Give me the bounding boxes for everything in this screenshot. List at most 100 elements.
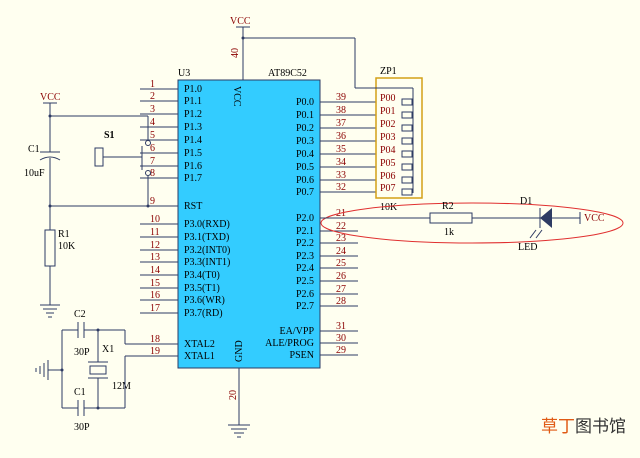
left-pin-name: XTAL2 (184, 339, 215, 350)
reset-res-ref: R1 (58, 229, 70, 240)
right-pin-number: 33 (336, 170, 346, 181)
left-pin-number: 4 (150, 117, 155, 128)
pullup-resistor (401, 150, 413, 158)
left-pin-number: 12 (150, 240, 160, 251)
reset-switch-button (94, 147, 104, 167)
right-pin-number: 38 (336, 105, 346, 116)
left-pin-number: 11 (150, 227, 160, 238)
led-label: LED (518, 242, 537, 253)
left-pin-number: 14 (150, 265, 160, 276)
right-pin-number: 25 (336, 258, 346, 269)
left-pin-number: 10 (150, 214, 160, 225)
reset-resistor (44, 229, 56, 267)
pullup-resistor (401, 163, 413, 171)
right-pin-name: P2.3 (296, 251, 314, 262)
crystal-ref: X1 (102, 344, 114, 355)
right-pin-number: 26 (336, 271, 346, 282)
left-pin-name: P3.0(RXD) (184, 219, 230, 230)
pullup-net-label: P03 (380, 132, 396, 143)
pin-20: 20 (228, 390, 239, 400)
left-pin-number: 1 (150, 79, 155, 90)
left-pin-number: 13 (150, 252, 160, 263)
left-pin-name: P3.4(T0) (184, 270, 220, 281)
right-pin-name: PSEN (290, 350, 314, 361)
led-icon (540, 208, 552, 228)
pin-40: 40 (230, 48, 241, 58)
left-pin-number: 15 (150, 278, 160, 289)
watermark: 草丁图书馆 (541, 412, 626, 437)
right-pin-number: 36 (336, 131, 346, 142)
left-pin-name: P3.6(WR) (184, 295, 225, 306)
chip-gnd-label: GND (234, 340, 245, 362)
highlight-ellipse (320, 202, 624, 244)
crystal-value: 12M (112, 381, 131, 392)
right-pin-number: 32 (336, 182, 346, 193)
c2-ref: C2 (74, 309, 86, 320)
right-pin-name: P0.1 (296, 110, 314, 121)
pullup-resistor (401, 176, 413, 184)
crystal-icon (89, 365, 107, 375)
c1-value: 30P (74, 422, 90, 433)
left-pin-name: P1.5 (184, 148, 202, 159)
led-res-value: 1k (444, 227, 454, 238)
left-pin-name: P3.2(INT0) (184, 245, 230, 256)
right-pins: 39P0.038P0.137P0.236P0.335P0.434P0.533P0… (265, 92, 376, 361)
left-pin-number: 19 (150, 346, 160, 357)
pullup-resistor (401, 98, 413, 106)
reset-res-value: 10K (58, 241, 76, 252)
left-pin-name: P1.1 (184, 96, 202, 107)
right-pin-number: 34 (336, 157, 346, 168)
right-pin-name: P2.2 (296, 238, 314, 249)
left-pin-number: 7 (150, 156, 155, 167)
reset-switch-ref: S1 (104, 130, 115, 141)
c1-ref: C1 (74, 387, 86, 398)
left-pin-name: XTAL1 (184, 351, 215, 362)
right-pin-name: P0.3 (296, 136, 314, 147)
pullup-net-label: P06 (380, 171, 396, 182)
right-pin-name: P2.5 (296, 276, 314, 287)
led-vcc: VCC (584, 213, 605, 224)
c2-value: 30P (74, 347, 90, 358)
right-pin-number: 23 (336, 233, 346, 244)
pullup-net-label: P04 (380, 145, 396, 156)
left-pin-number: 9 (150, 196, 155, 207)
right-pin-number: 24 (336, 246, 346, 257)
left-pin-name: P3.5(T1) (184, 283, 220, 294)
pullup-value: 10K (380, 202, 398, 213)
left-pin-name: P1.7 (184, 173, 202, 184)
left-pin-name: RST (184, 201, 202, 212)
pullup-resistor (401, 188, 413, 196)
right-pin-name: P0.5 (296, 162, 314, 173)
left-pin-name: P1.2 (184, 109, 202, 120)
watermark-part2: 图书馆 (575, 417, 626, 437)
right-pin-number: 30 (336, 333, 346, 344)
chip-vcc-label: VCC (231, 86, 242, 107)
chip-part: AT89C52 (268, 68, 307, 79)
right-pin-name: EA/VPP (280, 326, 315, 337)
pullup-net-label: P01 (380, 106, 396, 117)
led-resistor (429, 212, 473, 224)
right-pin-number: 21 (336, 208, 346, 219)
chip-vcc-net: VCC (230, 16, 251, 27)
right-pin-name: P0.7 (296, 187, 314, 198)
right-pin-name: P0.6 (296, 175, 314, 186)
left-pin-number: 5 (150, 130, 155, 141)
right-pin-name: P2.1 (296, 226, 314, 237)
right-pin-name: P2.7 (296, 301, 314, 312)
led-ref: D1 (520, 196, 532, 207)
right-pin-name: P2.6 (296, 289, 314, 300)
left-pin-number: 6 (150, 143, 155, 154)
right-pin-number: 35 (336, 144, 346, 155)
right-pin-name: ALE/PROG (265, 338, 314, 349)
left-pin-name: P1.0 (184, 84, 202, 95)
left-pin-name: P3.1(TXD) (184, 232, 229, 243)
pullup-net-label: P00 (380, 93, 396, 104)
chip-body (177, 79, 321, 369)
left-pin-name: P1.6 (184, 161, 202, 172)
left-pin-number: 8 (150, 168, 155, 179)
pullup-net-label: P02 (380, 119, 396, 130)
